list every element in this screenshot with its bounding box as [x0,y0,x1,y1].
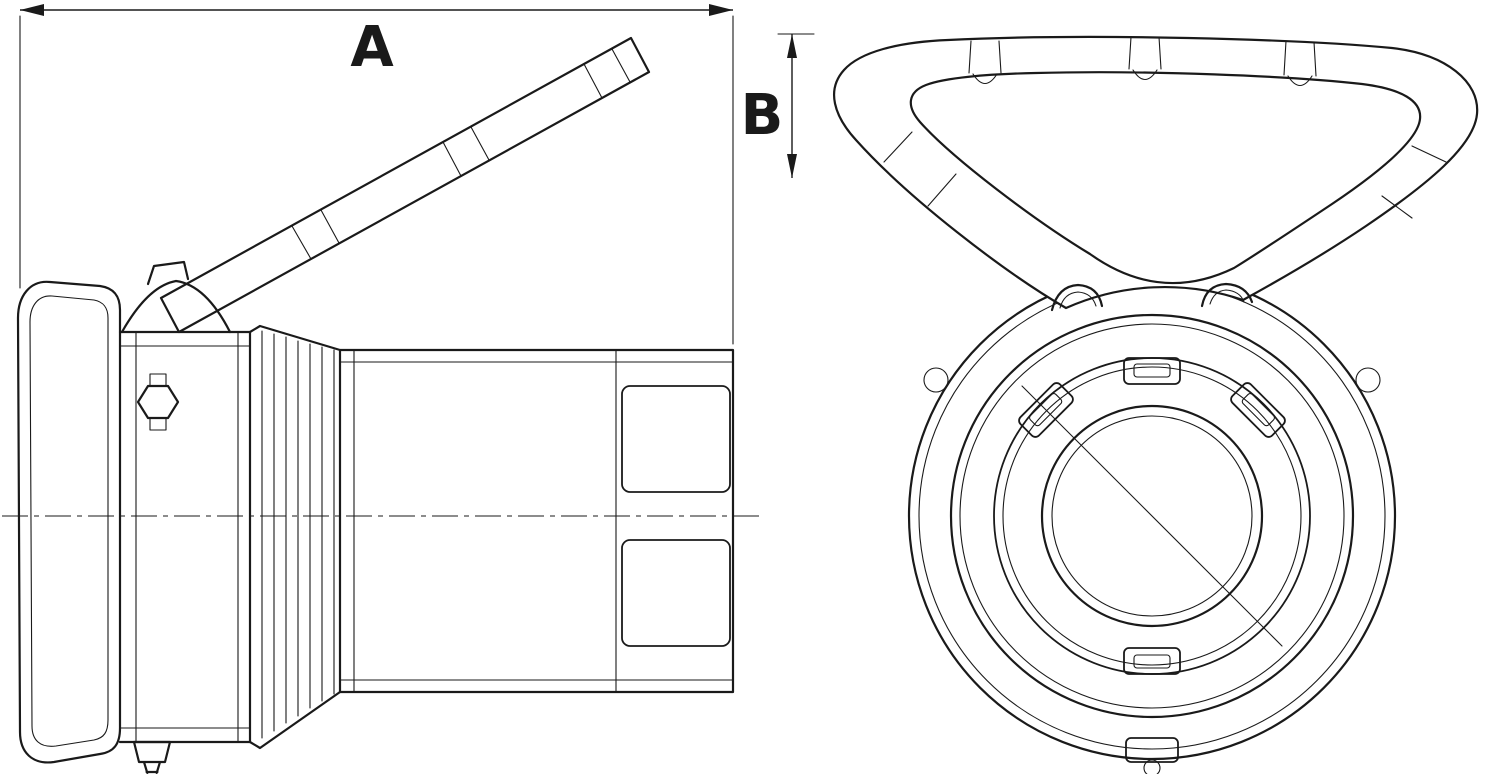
handle-grip-notches [972,69,1313,87]
mount-tab-left [1050,283,1104,312]
handle-lever [120,36,651,334]
dim-b-arrow-top [787,34,797,58]
dimension-b: B [741,33,815,178]
lug-top [1123,357,1181,385]
lug-upper-left [1018,382,1074,438]
lug-recess-bottom [621,539,731,647]
side-view [2,36,762,774]
dimension-b-label: B [741,83,784,148]
dim-a-extension-lines [19,15,734,345]
clamp-bolt [136,373,180,431]
bottom-tab [1125,737,1179,763]
bottom-nipple [1143,759,1161,774]
cam-lugs [1018,357,1286,675]
dim-a-arrow-left [20,4,44,16]
flange [16,280,122,764]
front-view [833,35,1479,774]
rim-bump-right [1355,367,1381,393]
drain-bolt [132,740,172,774]
body-cylinder [338,348,735,694]
rim-bump-left [923,367,949,393]
collar [118,330,252,744]
lug-upper-right [1230,382,1286,438]
lug-recess-top [621,385,731,493]
dimension-a-label: A [350,15,394,80]
lug-bottom [1123,647,1181,675]
dim-b-arrow-bottom [787,154,797,178]
handle-loop [833,35,1479,312]
dimension-a: A [19,4,734,345]
handle-grip-ticks [883,36,1447,219]
section-diagonal [1021,385,1283,647]
mount-tab-right [1200,282,1254,308]
ribbed-taper [248,324,342,750]
rim-details [923,367,1381,774]
dim-a-arrow-right [709,4,733,16]
coupling-rings [907,271,1397,761]
